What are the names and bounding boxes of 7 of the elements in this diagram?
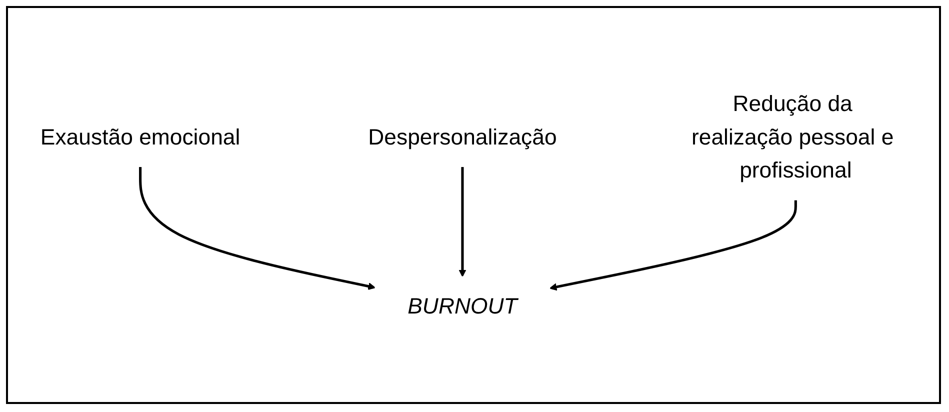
node-text: Exaustão emocional: [40, 124, 240, 150]
arrow: [139, 166, 376, 290]
arrow: [549, 200, 797, 291]
node-text: Despersonalização: [368, 124, 557, 150]
node-text: BURNOUT: [408, 292, 518, 318]
arrow: [458, 166, 466, 277]
node-text: Redução da realização pessoal e profissional: [691, 90, 894, 183]
